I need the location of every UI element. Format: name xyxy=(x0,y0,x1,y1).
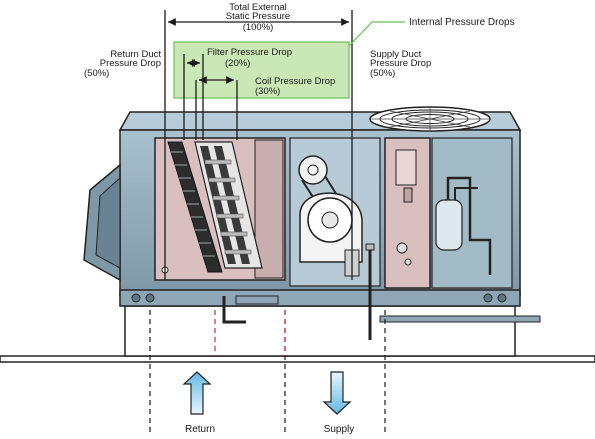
supply-duct-label-line2: Pressure Drop xyxy=(370,58,431,69)
supply-duct-label-line3: (50%) xyxy=(370,68,395,79)
return-duct-label-line1: Return Duct xyxy=(110,49,161,60)
internal-pressure-label: Internal Pressure Drops xyxy=(409,17,515,28)
return-duct-label-line3: (50%) xyxy=(84,68,109,79)
coil-label-line2: (30%) xyxy=(255,86,280,97)
arrow-up-icon xyxy=(182,371,212,415)
total-pressure-bracket xyxy=(164,10,353,280)
filter-coil-compartment xyxy=(154,137,286,281)
total-pressure-percent: (100%) xyxy=(243,22,274,33)
return-hood xyxy=(83,163,121,282)
total-pressure-title-line1: Total External xyxy=(229,2,287,13)
arrow-down-icon xyxy=(322,371,352,415)
supply-duct-label-line1: Supply Duct xyxy=(370,49,422,60)
red-guides xyxy=(214,310,286,356)
electrical-panel xyxy=(384,137,431,289)
return-label: Return xyxy=(185,424,215,435)
condenser-fan xyxy=(369,106,491,132)
coil-pressure-bracket xyxy=(195,76,238,140)
internal-leader-line xyxy=(348,21,405,47)
coil xyxy=(194,141,263,269)
condensate-drain xyxy=(222,243,541,340)
filter-pressure-bracket xyxy=(183,54,204,140)
roof-deck xyxy=(0,305,595,363)
filter xyxy=(167,141,223,273)
total-pressure-title-line2: Static Pressure xyxy=(226,11,290,22)
coil-label-line1: Coil Pressure Drop xyxy=(255,76,335,87)
filter-label-line1: Filter Pressure Drop xyxy=(207,47,292,58)
supply-label: Supply xyxy=(324,424,355,435)
condenser-section xyxy=(431,137,513,289)
blower-section xyxy=(289,137,381,287)
return-duct-label-line2: Pressure Drop xyxy=(100,58,161,69)
filter-label-line2: (20%) xyxy=(225,58,250,69)
